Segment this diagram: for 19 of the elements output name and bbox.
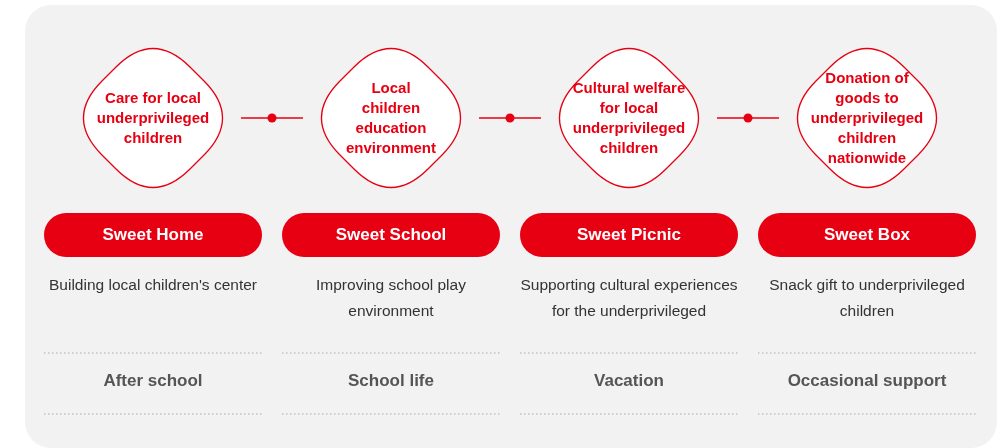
program-pill: Sweet Box <box>758 213 976 257</box>
program-pill: Sweet Home <box>44 213 262 257</box>
program-pill: Sweet Picnic <box>520 213 738 257</box>
connector-line <box>478 117 542 119</box>
description-text: Supporting cultural experiences for the underprivileged <box>519 275 739 321</box>
description-text: Improving school play environment <box>315 275 467 321</box>
period-label: Occasional support <box>786 371 948 391</box>
program-pill: Sweet School <box>282 213 500 257</box>
diamond-text: Care for local underprivileged children <box>95 88 211 148</box>
connector-line <box>240 117 304 119</box>
diamond-text: Local children education environment <box>345 78 437 158</box>
description-text: Snack gift to underprivileged children <box>768 275 966 321</box>
period-label: Vacation <box>593 371 665 391</box>
description-text: Building local children's center <box>48 275 258 295</box>
period-label: School life <box>347 371 435 391</box>
diamond-text: Cultural welfare for local underprivileged children <box>571 78 687 158</box>
diamond-text: Donation of goods to underprivileged children nationwide <box>809 68 925 168</box>
period-label: After school <box>102 371 204 391</box>
connector-line <box>716 117 780 119</box>
